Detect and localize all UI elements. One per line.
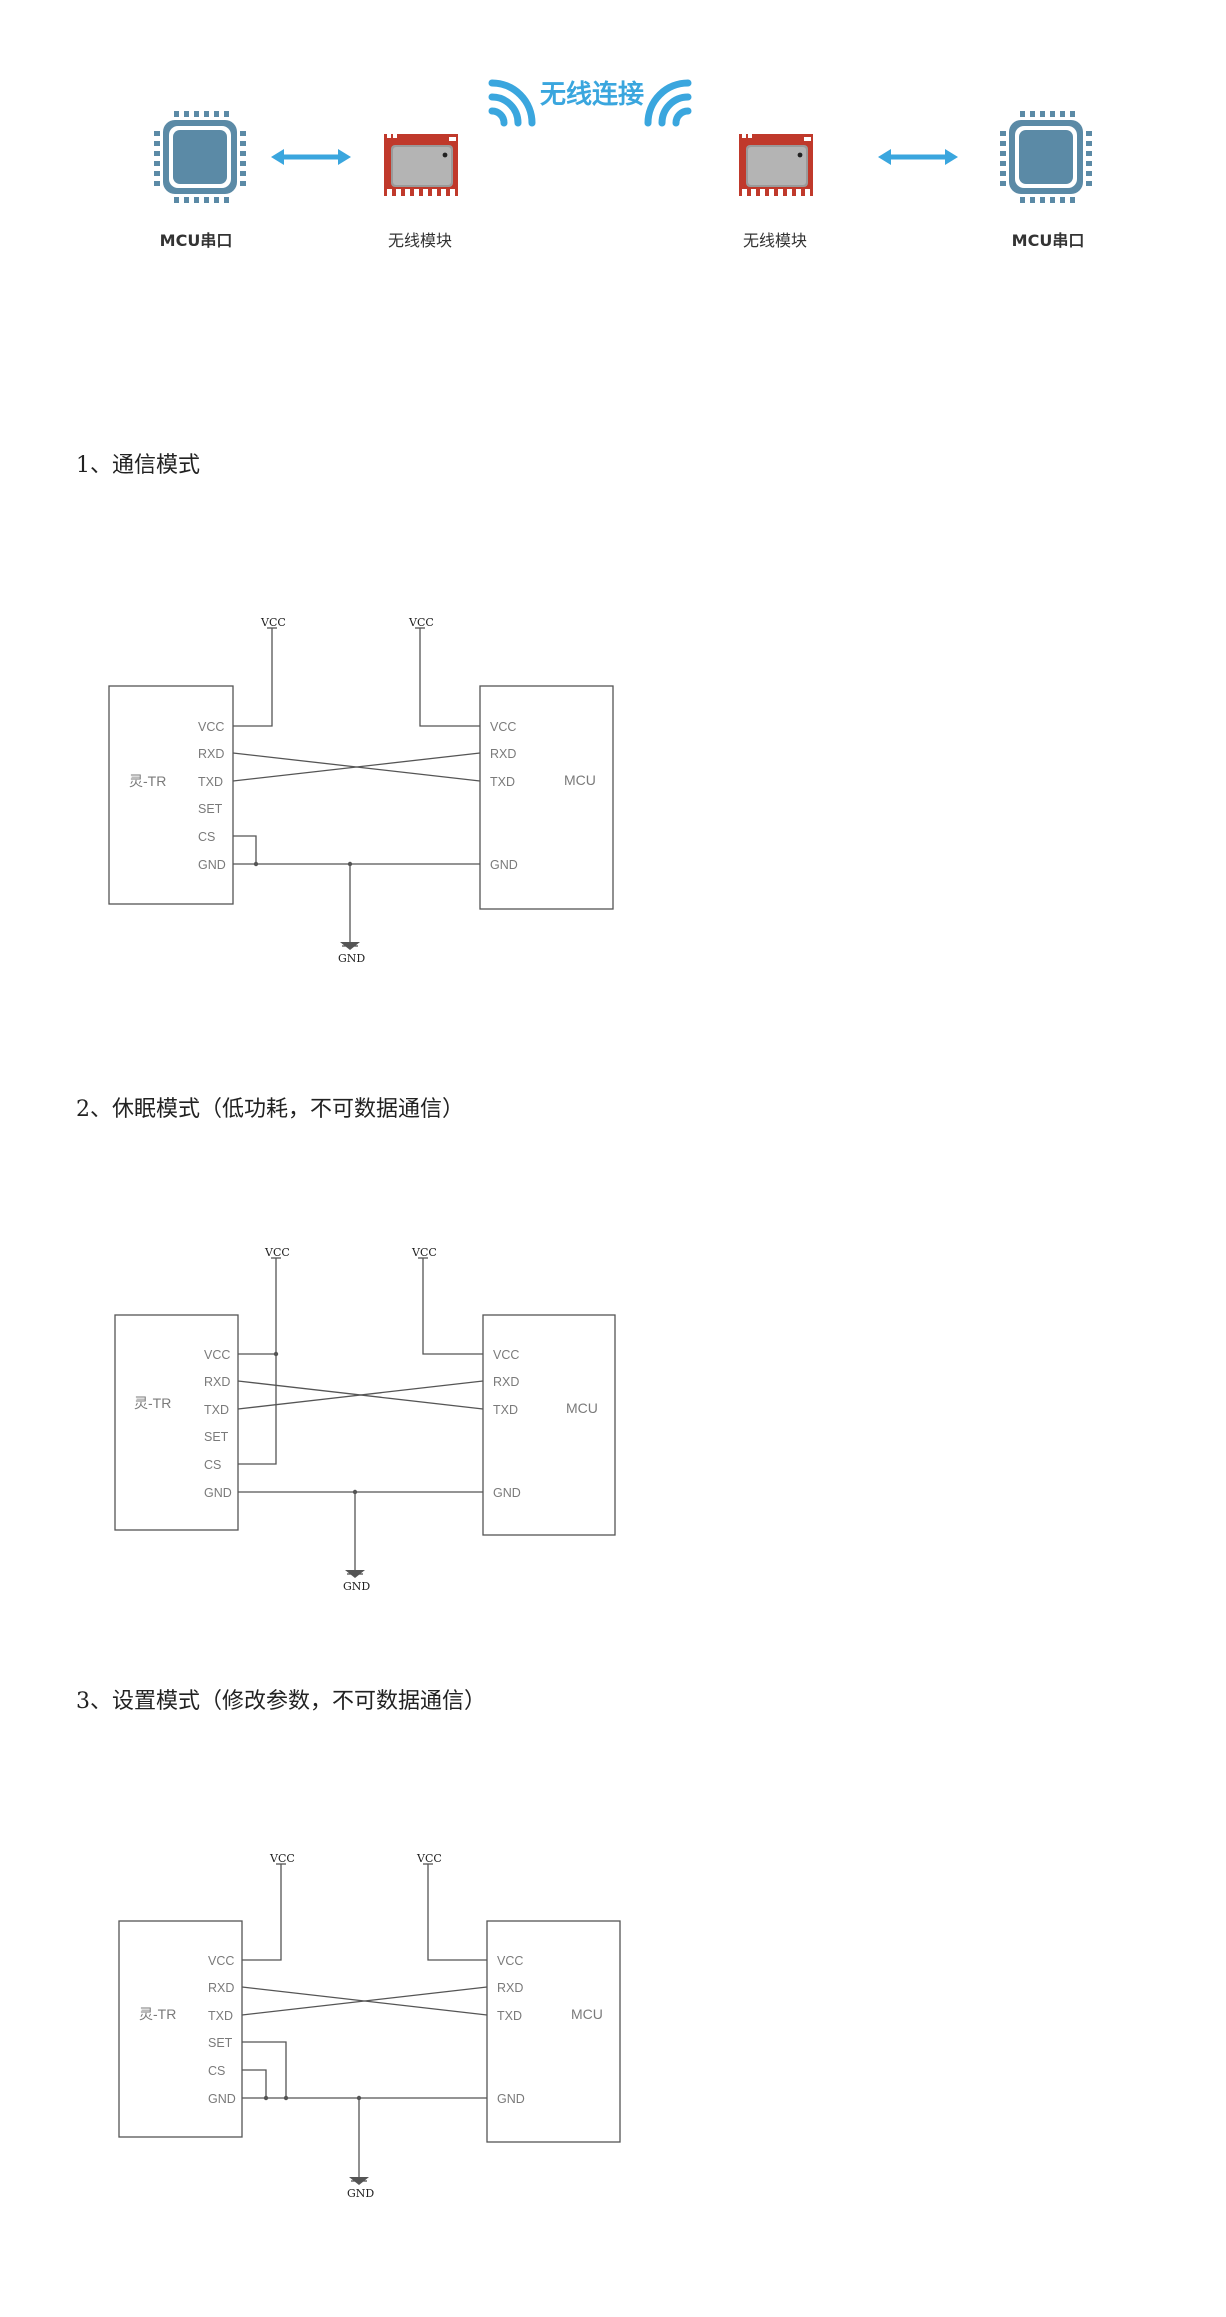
mcu-label: MCU xyxy=(564,772,596,788)
mcu-label: MCU xyxy=(571,2006,603,2022)
vcc-label-module: VCC xyxy=(269,1852,295,1865)
mcu-box xyxy=(486,1920,621,2143)
module-pin-txd: TXD xyxy=(198,775,223,789)
module-pin-set: SET xyxy=(204,1430,229,1444)
module-label: 灵-TR xyxy=(139,2006,176,2022)
module-pin-gnd: GND xyxy=(208,2092,236,2106)
gnd-label: GND xyxy=(343,1580,370,1593)
module-pin-txd: TXD xyxy=(208,2009,233,2023)
module-pin-vcc: VCC xyxy=(208,1954,234,1968)
module-pin-set: SET xyxy=(198,802,223,816)
vcc-label-module: VCC xyxy=(264,1246,290,1259)
wires xyxy=(232,627,481,950)
left-signal-icon xyxy=(488,79,536,127)
wireless-link-banner: MCU串口 无线模块 无线连接 无线模块 MCU串口 xyxy=(154,79,1092,250)
mcu-pin-vcc: VCC xyxy=(490,720,516,734)
wireless-link-title: 无线连接 xyxy=(540,80,644,110)
module-pin-txd: TXD xyxy=(204,1403,229,1417)
module-pin-rxd: RXD xyxy=(208,1981,234,1995)
module-pin-gnd: GND xyxy=(204,1486,232,1500)
module-pin-set: SET xyxy=(208,2036,233,2050)
mcu-pin-vcc: VCC xyxy=(497,1954,523,1968)
mcu-box xyxy=(479,685,614,910)
schematic-sleep-mode: 灵-TR VCC RXD TXD SET CS GND MCU VCC RXD … xyxy=(114,1246,616,1593)
mcu-pin-txd: TXD xyxy=(497,2009,522,2023)
mcu-label: MCU xyxy=(566,1400,598,1416)
module-label: 灵-TR xyxy=(134,1395,171,1411)
mcu-pin-gnd: GND xyxy=(497,2092,525,2106)
vcc-label-module: VCC xyxy=(260,616,286,629)
section-heading-communication: 1、通信模式 xyxy=(76,453,200,478)
module-pin-rxd: RXD xyxy=(198,747,224,761)
module-pin-vcc: VCC xyxy=(204,1348,230,1362)
module-pin-cs: CS xyxy=(198,830,215,844)
mcu-pin-txd: TXD xyxy=(493,1403,518,1417)
module-pin-vcc: VCC xyxy=(198,720,224,734)
right-module-label: 无线模块 xyxy=(743,231,807,250)
vcc-label-mcu: VCC xyxy=(411,1246,437,1259)
gnd-label: GND xyxy=(347,2187,374,2200)
section-heading-setup: 3、设置模式（修改参数，不可数据通信） xyxy=(76,1689,486,1714)
mcu-pin-gnd: GND xyxy=(490,858,518,872)
left-link-arrow-icon xyxy=(271,149,351,165)
schematic-setup-mode: 灵-TR VCC RXD TXD SET CS GND MCU VCC RXD … xyxy=(118,1852,621,2200)
mcu-box xyxy=(482,1314,616,1536)
mcu-pin-rxd: RXD xyxy=(497,1981,523,1995)
module-box xyxy=(114,1314,239,1531)
module-label: 灵-TR xyxy=(129,773,166,789)
module-box xyxy=(108,685,234,905)
module-box xyxy=(118,1920,243,2138)
mcu-pin-txd: TXD xyxy=(490,775,515,789)
mcu-pin-vcc: VCC xyxy=(493,1348,519,1362)
module-pin-cs: CS xyxy=(208,2064,225,2078)
gnd-label: GND xyxy=(338,952,365,965)
left-module-label: 无线模块 xyxy=(388,231,452,250)
left-mcu-chip-icon xyxy=(154,111,246,203)
right-link-arrow-icon xyxy=(878,149,958,165)
mcu-pin-rxd: RXD xyxy=(493,1375,519,1389)
schematic-communication-mode: 灵-TR VCC RXD TXD SET CS GND MCU VCC RXD … xyxy=(108,616,614,965)
module-pin-rxd: RXD xyxy=(204,1375,230,1389)
right-mcu-label: MCU串口 xyxy=(1012,231,1085,250)
wires xyxy=(237,1257,484,1578)
wires xyxy=(241,1863,488,2185)
mcu-pin-rxd: RXD xyxy=(490,747,516,761)
vcc-label-mcu: VCC xyxy=(416,1852,442,1865)
right-wireless-module-icon xyxy=(739,134,813,196)
vcc-label-mcu: VCC xyxy=(408,616,434,629)
right-mcu-chip-icon xyxy=(1000,111,1092,203)
section-heading-sleep: 2、休眠模式（低功耗，不可数据通信） xyxy=(76,1097,464,1122)
left-wireless-module-icon xyxy=(384,134,458,196)
left-mcu-label: MCU串口 xyxy=(160,231,233,250)
right-signal-icon xyxy=(644,79,692,127)
mcu-pin-gnd: GND xyxy=(493,1486,521,1500)
module-pin-gnd: GND xyxy=(198,858,226,872)
module-pin-cs: CS xyxy=(204,1458,221,1472)
